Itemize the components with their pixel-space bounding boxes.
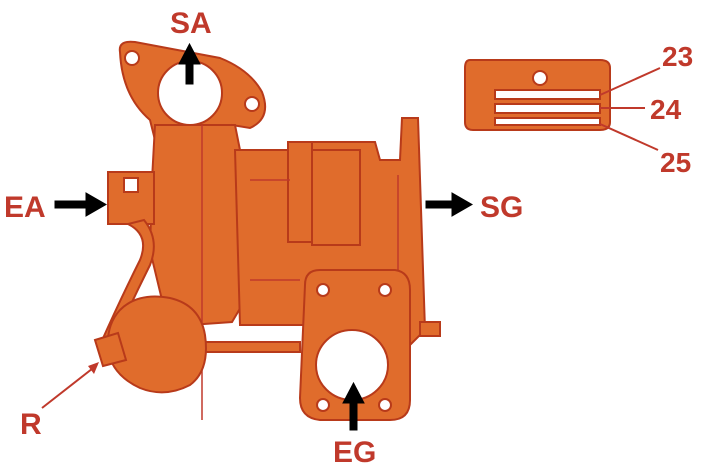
flange-bolt-hole xyxy=(124,50,140,66)
intake-side-flange xyxy=(107,171,155,225)
label-eg: EG xyxy=(333,436,376,469)
bearing-core xyxy=(311,149,361,246)
outlet-bolt-hole xyxy=(378,283,392,297)
ea-arrow xyxy=(54,192,108,217)
r-leader-line xyxy=(41,364,98,409)
label-r: R xyxy=(20,408,42,441)
label-sa: SA xyxy=(170,7,212,40)
turbocharger xyxy=(93,40,441,421)
outlet-bolt-hole xyxy=(316,283,330,297)
eg-arrow xyxy=(342,381,365,431)
label-plate-line-25 xyxy=(494,117,601,126)
flange-bolt-hole xyxy=(244,96,260,112)
sa-arrow xyxy=(178,42,201,85)
label-plate-line-23 xyxy=(494,89,601,100)
bearing-flange xyxy=(287,141,313,243)
label-23: 23 xyxy=(662,41,693,72)
label-sg: SG xyxy=(480,191,523,224)
flow-arrows xyxy=(41,42,474,431)
leader-line-25 xyxy=(599,123,659,151)
label-ea: EA xyxy=(4,191,46,224)
label-plate xyxy=(464,59,661,151)
outlet-bolt-hole xyxy=(378,398,392,412)
sg-arrow xyxy=(425,192,474,217)
wastegate-actuator xyxy=(106,295,207,394)
actuator-rod xyxy=(194,341,301,353)
oil-fitting xyxy=(419,321,441,337)
leader-line-23 xyxy=(599,67,661,96)
label-24: 24 xyxy=(650,94,682,125)
intake-side-detail xyxy=(123,177,139,193)
label-plate-line-24 xyxy=(494,103,601,114)
compressor-housing xyxy=(148,124,247,327)
label-25: 25 xyxy=(660,147,691,178)
outlet-bolt-hole xyxy=(316,398,330,412)
label-plate-hole xyxy=(532,70,548,86)
r-leader-arrowhead xyxy=(88,362,99,374)
labels: SA EA SG EG R 23 24 25 xyxy=(4,7,693,469)
actuator-port xyxy=(93,331,128,368)
